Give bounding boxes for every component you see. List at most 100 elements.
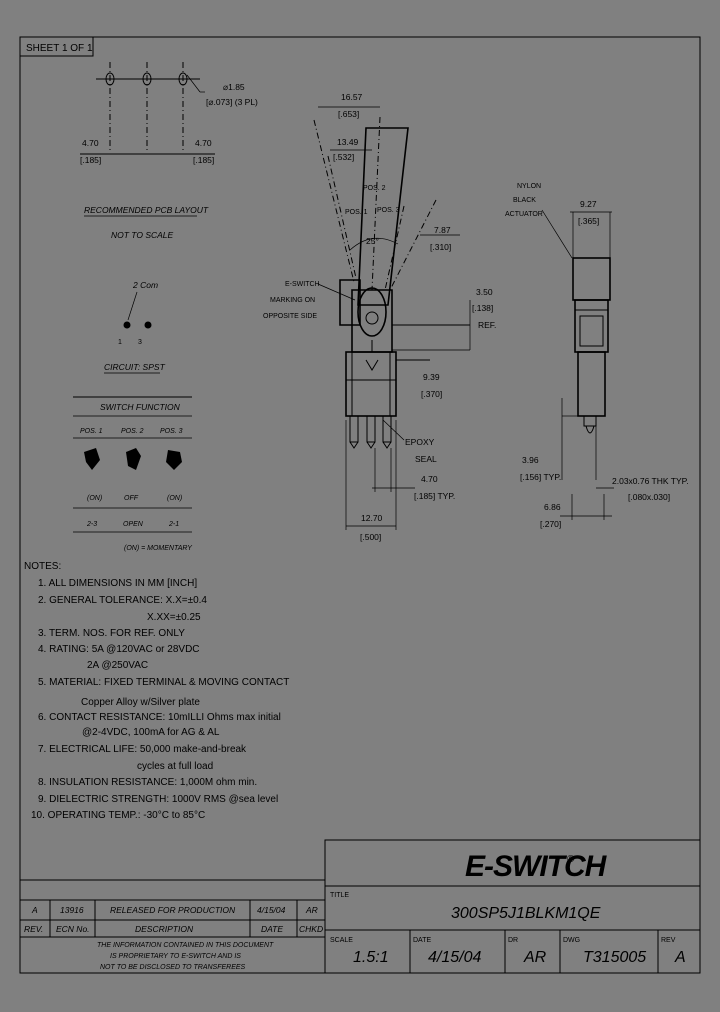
rev-header: REV.	[24, 924, 43, 934]
end-dim-width-mm: 9.27	[580, 199, 597, 209]
pcb-pitch-right-in: [.185]	[193, 155, 214, 165]
marking-note-line1: E-SWITCH	[285, 281, 320, 288]
chkd-value: AR	[305, 905, 318, 915]
pos2-header: POS. 2	[121, 428, 144, 435]
pos1-state: (ON)	[87, 495, 102, 502]
ecn-value: 13916	[60, 905, 84, 915]
terminal-2	[366, 415, 376, 443]
rev-value: A	[31, 905, 38, 915]
pos2-state: OFF	[124, 495, 139, 502]
sheet-label: SHEET 1 OF 1	[26, 43, 93, 54]
logo-text: E-SWITCH	[465, 850, 608, 883]
dim-width-mm: 12.70	[361, 513, 383, 523]
toggle-left-icon	[84, 448, 100, 470]
toggle-center-icon	[126, 448, 141, 470]
pcb-pitch-left-mm: 4.70	[82, 138, 99, 148]
toggle-right-icon	[166, 450, 182, 470]
marking-note-line3: OPPOSITE SIDE	[263, 313, 317, 320]
logo-registered-mark: ®	[567, 854, 575, 865]
rev-label: REV	[661, 937, 676, 944]
switch-function-footnote: (ON) = MOMENTARY	[124, 545, 193, 552]
pos3-connection: 2-1	[168, 521, 179, 528]
dim-actuator-in: [.310]	[430, 242, 451, 252]
proprietary-line3: NOT TO BE DISCLOSED TO TRANSFEREES	[100, 964, 246, 971]
note-line-10: 10. OPERATING TEMP.: -30°C to 85°C	[31, 810, 205, 821]
dim-pin-in: [.185] TYP.	[414, 491, 455, 501]
dim-ref-mm: 3.50	[476, 287, 493, 297]
description-header: DESCRIPTION	[135, 924, 194, 934]
title-label: TITLE	[330, 892, 349, 899]
terminal-3	[382, 415, 392, 443]
proprietary-line1: THE INFORMATION CONTAINED IN THIS DOCUME…	[97, 942, 274, 949]
chkd-header: CHKD	[299, 924, 323, 934]
end-dim-width-in: [.365]	[578, 216, 599, 226]
title-rev-value: A	[674, 949, 686, 966]
pcb-pitch-left-in: [.185]	[80, 155, 101, 165]
terminal-1	[349, 415, 359, 443]
dwg-value: T315005	[583, 949, 646, 966]
marking-note-line2: MARKING ON	[270, 297, 315, 304]
pcb-hole-dia-in: [⌀.073] (3 PL)	[206, 97, 258, 107]
note-line-3: 3. TERM. NOS. FOR REF. ONLY	[38, 628, 185, 639]
angle-label: 25°	[366, 236, 379, 246]
circuit-contact-3	[144, 321, 152, 329]
note-line-6: 6. CONTACT RESISTANCE: 10mILLI Ohms max …	[38, 712, 281, 723]
dim-height-in: [.370]	[421, 389, 442, 399]
pos3-header: POS. 3	[160, 428, 183, 435]
pos1-connection: 2-3	[86, 521, 97, 528]
note-line-2: 2. GENERAL TOLERANCE: X.X=±0.4	[38, 595, 207, 606]
title-date-value: 4/15/04	[428, 949, 481, 966]
pcb-layout-title: RECOMMENDED PCB LAYOUT	[84, 205, 209, 215]
end-dim-term-mm: 3.96	[522, 455, 539, 465]
dim-height-mm: 9.39	[423, 372, 440, 382]
circuit-pin3-label: 3	[138, 339, 142, 346]
scale-label: SCALE	[330, 937, 353, 944]
dim-overall-mm: 16.57	[341, 92, 363, 102]
dim-inner-in: [.532]	[333, 152, 354, 162]
end-dim-body-in: [.270]	[540, 519, 561, 529]
note-line-2b: X.XX=±0.25	[147, 612, 201, 623]
dwg-label: DWG	[563, 937, 580, 944]
pcb-scale-note: NOT TO SCALE	[111, 230, 174, 240]
note-line-1: 1. ALL DIMENSIONS IN MM [INCH]	[38, 578, 197, 589]
note-line-9: 9. DIELECTRIC STRENGTH: 1000V RMS @sea l…	[38, 794, 278, 805]
dim-ref-in: [.138]	[472, 303, 493, 313]
epoxy-label-line2: SEAL	[415, 454, 437, 464]
title-block: E-SWITCH ® TITLE 300SP5J1BLKM1QE SCALE 1…	[324, 839, 701, 974]
note-line-7b: cycles at full load	[137, 761, 213, 772]
end-dim-thk-in: [.080x.030]	[628, 492, 670, 502]
switch-function-title: SWITCH FUNCTION	[100, 402, 181, 412]
note-line-5b: Copper Alloy w/Silver plate	[81, 697, 200, 708]
circuit-pin2-label: 2 Com	[132, 280, 158, 290]
circuit-contact-1	[123, 321, 131, 329]
end-dim-body-mm: 6.86	[544, 502, 561, 512]
dr-value: AR	[523, 949, 547, 966]
note-line-4b: 2A @250VAC	[87, 660, 148, 671]
circuit-diagram: 2 Com 1 3 CIRCUIT: SPST	[104, 280, 166, 374]
switch-function-table: SWITCH FUNCTION POS. 1 POS. 2 POS. 3 (ON…	[73, 396, 193, 552]
end-body	[577, 351, 606, 417]
pos2-connection: OPEN	[123, 521, 144, 528]
sheet-border	[19, 36, 701, 974]
circuit-pin1-label: 1	[118, 339, 122, 346]
note-line-8: 8. INSULATION RESISTANCE: 1,000M ohm min…	[38, 777, 257, 788]
actuator-note-line3: ACTUATOR	[505, 211, 543, 218]
scale-value: 1.5:1	[353, 949, 389, 966]
note-line-7: 7. ELECTRICAL LIFE: 50,000 make-and-brea…	[38, 744, 247, 755]
end-view: NYLON BLACK ACTUATOR 9.27 [.365] 3.96 [.…	[505, 183, 689, 529]
date-value: 4/15/04	[257, 905, 286, 915]
dim-width-in: [.500]	[360, 532, 381, 542]
dim-actuator-mm: 7.87	[434, 225, 451, 235]
pcb-hole-dia-mm: ⌀1.85	[223, 82, 245, 92]
circuit-title: CIRCUIT: SPST	[104, 362, 166, 372]
side-view: 16.57 [.653] 13.49 [.532] POS. 2 POS. 1 …	[263, 92, 496, 542]
actuator-note-line2: BLACK	[513, 197, 536, 204]
end-actuator	[572, 257, 611, 301]
e-switch-logo: E-SWITCH ®	[465, 850, 609, 883]
ecn-header: ECN No.	[56, 924, 90, 934]
dr-label: DR	[508, 937, 518, 944]
notes-block: NOTES: 1. ALL DIMENSIONS IN MM [INCH] 2.…	[24, 561, 289, 821]
ref-label: REF.	[478, 320, 496, 330]
sheet-label-box	[19, 36, 94, 57]
